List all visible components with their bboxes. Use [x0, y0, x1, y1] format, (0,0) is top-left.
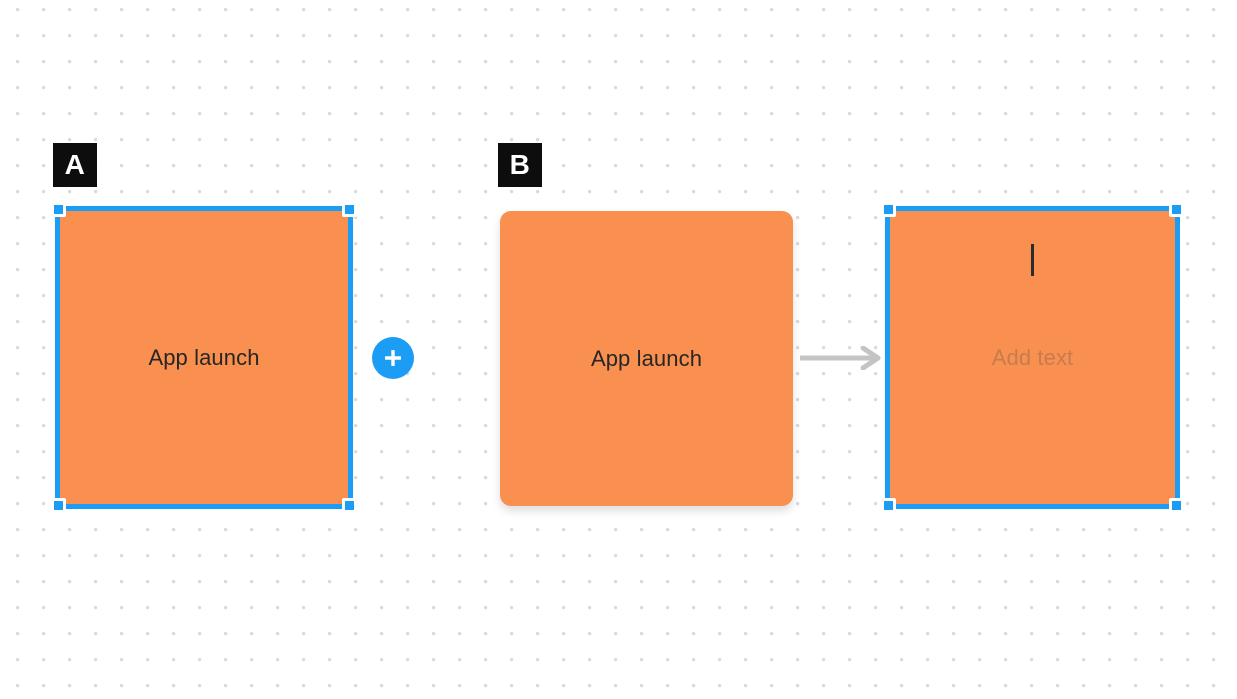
shape-node-label: App launch — [148, 344, 260, 370]
text-caret — [1031, 244, 1034, 276]
add-node-button[interactable] — [372, 337, 414, 379]
panel-badge-b: B — [498, 143, 542, 187]
shape-node-label: App launch — [590, 345, 703, 371]
arrow-connector[interactable] — [800, 346, 882, 370]
plus-icon — [385, 350, 401, 366]
shape-node-placeholder-label: Add text — [991, 344, 1074, 370]
arrow-right-icon — [800, 346, 881, 370]
shape-node-app-launch-b[interactable]: App launch — [500, 211, 793, 506]
shape-node-new-b[interactable]: Add text — [890, 211, 1175, 504]
panel-badge-a: A — [53, 143, 97, 187]
shape-node-app-launch-a[interactable]: App launch — [60, 211, 348, 504]
